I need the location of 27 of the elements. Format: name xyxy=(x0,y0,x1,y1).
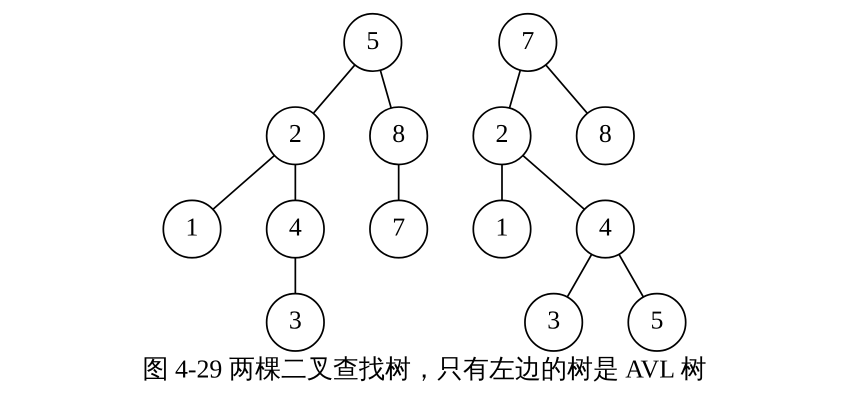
node-circle: 4 xyxy=(576,199,635,259)
connector xyxy=(522,154,585,210)
connector xyxy=(545,64,588,114)
node-circle: 5 xyxy=(627,292,687,352)
node-circle: 4 xyxy=(266,199,325,259)
node-circle: 8 xyxy=(576,106,635,166)
node-circle: 1 xyxy=(472,199,532,259)
node-circle: 2 xyxy=(472,106,532,166)
connector xyxy=(508,70,522,108)
connector xyxy=(313,64,356,114)
connector xyxy=(501,164,503,200)
connector xyxy=(618,254,644,298)
connector xyxy=(380,70,392,108)
connector xyxy=(294,164,296,200)
node-circle: 5 xyxy=(343,12,402,72)
node-circle: 8 xyxy=(369,106,428,166)
caption: 图 4-29 两棵二叉查找树，只有左边的树是 AVL 树 xyxy=(142,354,706,384)
node-circle: 2 xyxy=(266,106,325,166)
node-circle: 1 xyxy=(162,199,222,259)
connector xyxy=(294,258,296,294)
node-circle: 7 xyxy=(369,199,428,259)
node-circle: 3 xyxy=(266,292,325,352)
node-circle: 3 xyxy=(524,292,584,352)
connector xyxy=(398,164,400,200)
node-circle: 7 xyxy=(498,12,558,72)
connector xyxy=(566,254,592,298)
connector xyxy=(212,154,275,210)
